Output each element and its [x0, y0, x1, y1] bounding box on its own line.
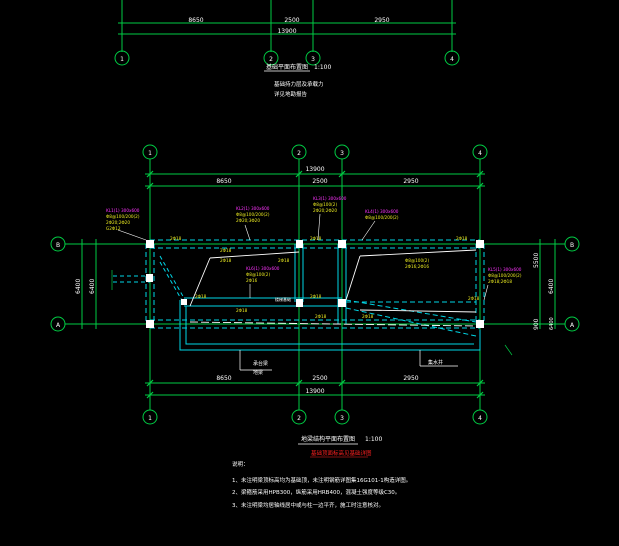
columns — [146, 240, 484, 328]
svg-text:2Φ16: 2Φ16 — [246, 278, 258, 283]
axis-A-left: A — [56, 322, 61, 329]
axis-2-top: 2 — [297, 150, 301, 157]
svg-text:KL6(1) 300x600: KL6(1) 300x600 — [246, 266, 280, 271]
svg-text:KL2(1) 300x600: KL2(1) 300x600 — [236, 206, 270, 211]
beam-labels: KL1(1) 300x600 KL2(1) 300x600 KL3(1) 300… — [106, 196, 522, 319]
svg-text:2Φ18: 2Φ18 — [456, 236, 468, 241]
svg-text:Φ8@100/200(2): Φ8@100/200(2) — [365, 215, 399, 220]
svg-text:Φ8@100(2): Φ8@100(2) — [405, 258, 429, 263]
svg-text:2Φ20;2Φ20: 2Φ20;2Φ20 — [313, 208, 337, 213]
top-dim-1: 8650 — [188, 17, 203, 24]
dim-top-2: 2500 — [312, 178, 327, 185]
top-axis-4: 4 — [450, 56, 454, 63]
svg-text:Φ8@100/200(2): Φ8@100/200(2) — [488, 273, 522, 278]
top-plan — [114, 0, 460, 66]
dim-top-1: 8650 — [216, 178, 231, 185]
main-grid — [50, 144, 580, 425]
dim-right-total: 6400 — [548, 279, 555, 294]
note-line-2: 2、梁箍筋采用HPB300，纵筋采用HRB400，混凝土强度等级C30。 — [232, 488, 400, 496]
svg-text:2Φ20;2Φ20: 2Φ20;2Φ20 — [106, 220, 130, 225]
top-note-2: 详见地勘报告 — [274, 90, 308, 98]
dim-top-3: 2950 — [403, 178, 418, 185]
axis-4-top: 4 — [478, 150, 482, 157]
svg-text:KL3(1) 300x600: KL3(1) 300x600 — [313, 196, 347, 201]
dim-right-1: 5500 — [533, 253, 540, 268]
svg-text:2Φ18: 2Φ18 — [310, 294, 322, 299]
main-plan-title: 地梁结构平面布置图 — [301, 435, 355, 443]
top-dim-total: 13900 — [277, 28, 296, 35]
svg-text:KL1(1) 300x600: KL1(1) 300x600 — [106, 208, 140, 213]
top-plan-title: 基础平面布置图 — [266, 63, 308, 71]
axis-3-top: 3 — [340, 150, 344, 157]
svg-text:2Φ16;2Φ16: 2Φ16;2Φ16 — [405, 264, 429, 269]
svg-text:2Φ18: 2Φ18 — [195, 294, 207, 299]
axis-1-top: 1 — [148, 150, 152, 157]
svg-text:2Φ18: 2Φ18 — [310, 236, 322, 241]
axis-4-bottom: 4 — [478, 415, 482, 422]
svg-text:2Φ18: 2Φ18 — [315, 314, 327, 319]
svg-text:2Φ18;2Φ18: 2Φ18;2Φ18 — [488, 279, 512, 284]
slab-outline — [189, 249, 477, 327]
dim-bottom-total: 13900 — [305, 388, 324, 395]
notes: 说明： 1、未注明梁顶标高均为基础顶，未注明钢筋详图集16G101-1构造详图。… — [232, 460, 411, 509]
dim-right-3: 6400 — [549, 317, 555, 330]
note-line-3: 3、未注明梁均居轴线居中或与柱一边平齐，施工时注意核对。 — [232, 501, 384, 509]
axis-B-left: B — [56, 242, 60, 249]
axis-A-right: A — [570, 322, 575, 329]
axis-1-bottom: 1 — [148, 415, 152, 422]
svg-text:2Φ18: 2Φ18 — [362, 314, 374, 319]
note-line-1: 1、未注明梁顶标高均为基础顶，未注明钢筋详图集16G101-1构造详图。 — [232, 476, 411, 484]
axis-3-bottom: 3 — [340, 415, 344, 422]
top-axis-3: 3 — [311, 56, 315, 63]
svg-text:2Φ18: 2Φ18 — [468, 296, 480, 301]
top-note-1: 基础持力层及承载力 — [274, 80, 324, 88]
callout-stairbase: 楼梯基础 — [275, 296, 291, 302]
svg-text:KL5(1) 300x600: KL5(1) 300x600 — [488, 267, 522, 272]
top-dim-3: 2950 — [374, 17, 389, 24]
main-plan-subtitle: 基础顶面标高见基础详图 — [311, 449, 372, 457]
main-plan-scale: 1:100 — [365, 436, 382, 443]
svg-text:KL4(1) 300x600: KL4(1) 300x600 — [365, 209, 399, 214]
notes-heading: 说明： — [232, 460, 249, 468]
top-plan-scale: 1:100 — [314, 64, 331, 71]
svg-text:Φ8@100/200(2): Φ8@100/200(2) — [236, 212, 270, 217]
dim-bottom-3: 2950 — [403, 375, 418, 382]
axis-B-right: B — [570, 242, 574, 249]
svg-text:2Φ18: 2Φ18 — [278, 258, 290, 263]
top-axis-2: 2 — [269, 56, 273, 63]
callout-pit: 集水井 — [428, 359, 443, 366]
dim-top-total: 13900 — [305, 166, 324, 173]
svg-text:2Φ18: 2Φ18 — [236, 308, 248, 313]
svg-text:2Φ20;3Φ20: 2Φ20;3Φ20 — [236, 218, 260, 223]
svg-text:Φ8@100(2): Φ8@100(2) — [313, 202, 337, 207]
dim-right-2: 900 — [533, 318, 540, 330]
svg-text:G2Φ12: G2Φ12 — [106, 226, 121, 231]
dim-left: 6400 — [75, 279, 82, 294]
callout-stair-1: 承台梁 — [253, 360, 268, 367]
top-axis-1: 1 — [120, 56, 124, 63]
svg-text:Φ8@100/200(2): Φ8@100/200(2) — [106, 214, 140, 219]
dim-bottom-1: 8650 — [216, 375, 231, 382]
top-dim-2: 2500 — [284, 17, 299, 24]
axis-2-bottom: 2 — [297, 415, 301, 422]
svg-text:2Φ18: 2Φ18 — [220, 258, 232, 263]
svg-text:2Φ18: 2Φ18 — [220, 248, 232, 253]
callout-stair-2: 地梁 — [253, 369, 263, 376]
dim-bottom-2: 2500 — [312, 375, 327, 382]
svg-text:2Φ18: 2Φ18 — [170, 236, 182, 241]
dim-left-2: 6400 — [89, 279, 96, 294]
svg-text:Φ8@100(2): Φ8@100(2) — [246, 272, 270, 277]
